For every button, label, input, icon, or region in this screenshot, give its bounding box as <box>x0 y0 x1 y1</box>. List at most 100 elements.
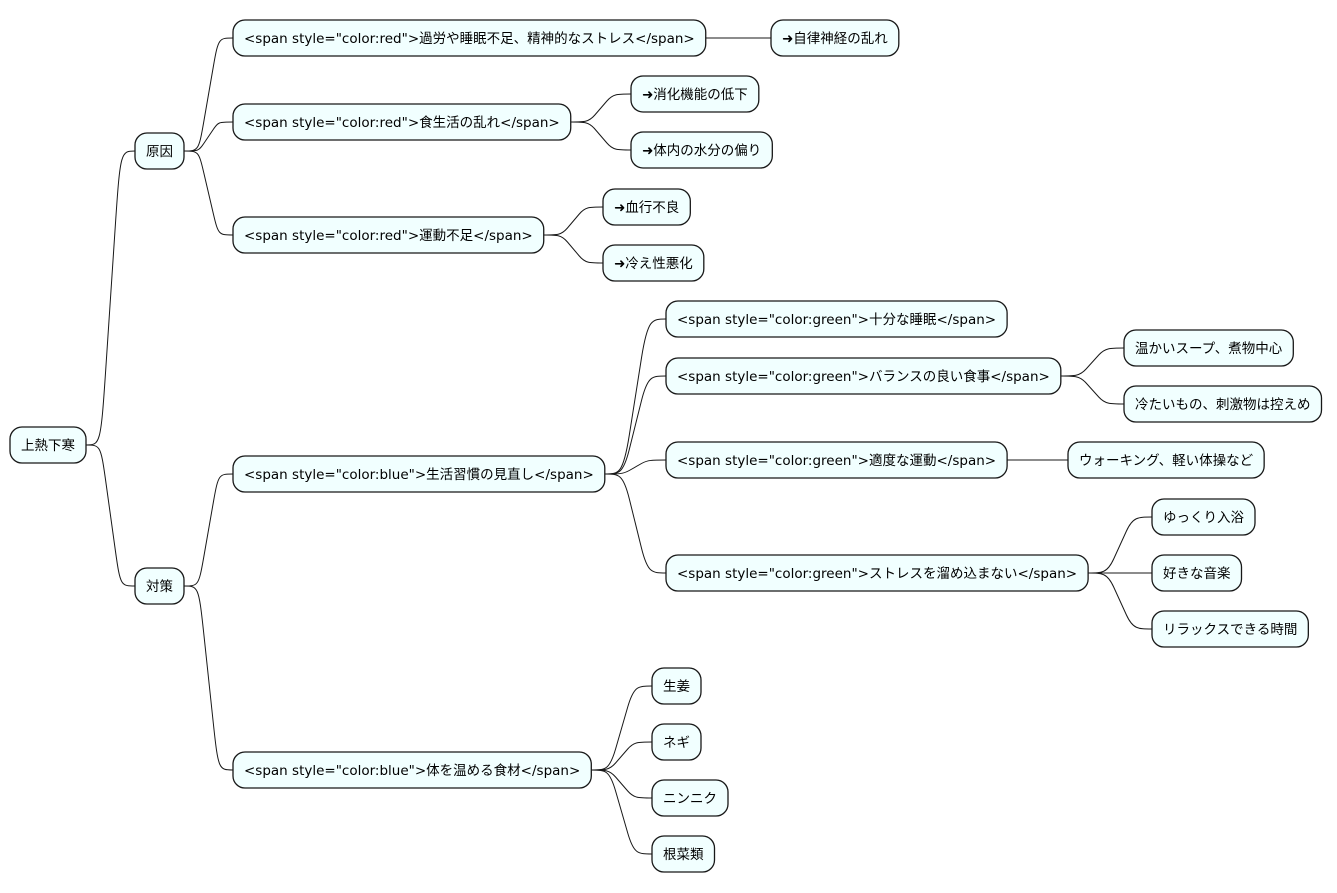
node-box <box>665 441 1008 479</box>
habit-node: <span style="color:green">ストレスを溜め込まない</s… <box>665 554 1089 592</box>
node-box <box>1151 498 1256 536</box>
node-box <box>630 131 773 169</box>
root-node: 上熱下寒 <box>9 426 87 464</box>
node-label: ウォーキング、軽い体操など <box>1079 453 1254 469</box>
node-box <box>665 357 1062 395</box>
node-label: <span style="color:green">ストレスを溜め込まない</s… <box>677 566 1077 582</box>
effect-node: ➜自律神経の乱れ <box>770 19 900 57</box>
effect-node: ➜消化機能の低下 <box>630 75 760 113</box>
connector-line <box>1060 375 1125 405</box>
detail-node: 温かいスープ、煮物中心 <box>1123 329 1294 367</box>
node-box <box>630 75 760 113</box>
connector-line <box>604 459 667 475</box>
node-box <box>1123 329 1294 367</box>
connector-line <box>604 375 667 475</box>
node-label: 好きな音楽 <box>1163 565 1231 582</box>
connector-line <box>591 769 653 799</box>
node-box <box>651 835 716 873</box>
measure-node: <span style="color:blue">生活習慣の見直し</span> <box>232 455 606 493</box>
node-box <box>232 216 545 254</box>
node-label: ➜自律神経の乱れ <box>782 31 888 47</box>
node-box <box>232 19 707 57</box>
node-box <box>602 188 691 226</box>
node-label: ゆっくり入浴 <box>1163 510 1244 526</box>
effect-node: ➜体内の水分の偏り <box>630 131 773 169</box>
effect-node: ➜冷え性悪化 <box>602 244 705 282</box>
connector-line <box>543 234 604 264</box>
node-label: ➜体内の水分の偏り <box>642 143 761 159</box>
measure-node: <span style="color:blue">体を温める食材</span> <box>232 751 592 789</box>
node-box <box>665 300 1008 338</box>
cause-node: <span style="color:red">過労や睡眠不足、精神的なストレス… <box>232 19 707 57</box>
node-label: 温かいスープ、煮物中心 <box>1135 341 1283 357</box>
connector-line <box>183 37 234 152</box>
connector-line <box>1088 516 1153 574</box>
food-node: ネギ <box>651 723 702 761</box>
detail-node: 好きな音楽 <box>1151 554 1243 592</box>
node-box <box>134 567 185 605</box>
habit-node: <span style="color:green">十分な睡眠</span> <box>665 300 1008 338</box>
connector-line <box>570 121 632 151</box>
connector-line <box>591 741 653 771</box>
detail-node: ゆっくり入浴 <box>1151 498 1256 536</box>
node-box <box>602 244 705 282</box>
detail-node: リラックスできる時間 <box>1151 610 1309 648</box>
node-label: <span style="color:red">過労や睡眠不足、精神的なストレス… <box>244 31 695 47</box>
node-label: <span style="color:blue">体を温める食材</span> <box>244 762 580 779</box>
node-box <box>770 19 900 57</box>
node-label: 対策 <box>146 578 173 595</box>
edges <box>85 37 1153 855</box>
node-label: ネギ <box>663 735 690 751</box>
node-label: <span style="color:blue">生活習慣の見直し</span> <box>244 467 594 483</box>
node-label: 生姜 <box>663 679 690 695</box>
node-label: ➜血行不良 <box>614 200 679 216</box>
node-label: ➜冷え性悪化 <box>614 256 693 272</box>
detail-node: 冷たいもの、刺激物は控えめ <box>1123 385 1323 423</box>
connector-line <box>183 150 234 236</box>
branch-node-cause: 原因 <box>134 132 185 170</box>
habit-node: <span style="color:green">適度な運動</span> <box>665 441 1008 479</box>
node-label: 原因 <box>146 144 173 160</box>
connector-line <box>543 206 604 236</box>
node-label: リラックスできる時間 <box>1163 622 1297 638</box>
connector-line <box>183 585 234 771</box>
node-box <box>1123 385 1323 423</box>
node-label: <span style="color:red">運動不足</span> <box>244 228 533 244</box>
branch-node-measures: 対策 <box>134 567 185 605</box>
node-label: 根菜類 <box>663 847 704 863</box>
food-node: 根菜類 <box>651 835 716 873</box>
node-label: 冷たいもの、刺激物は控えめ <box>1135 397 1311 413</box>
node-box <box>232 103 572 141</box>
cause-node: <span style="color:red">食生活の乱れ</span> <box>232 103 572 141</box>
node-box <box>232 751 592 789</box>
node-label: ➜消化機能の低下 <box>642 87 748 103</box>
connector-line <box>183 121 234 152</box>
connector-line <box>1060 347 1125 377</box>
node-box <box>9 426 87 464</box>
node-box <box>232 455 606 493</box>
node-box <box>1151 554 1243 592</box>
node-box <box>1151 610 1309 648</box>
effect-node: ➜血行不良 <box>602 188 691 226</box>
connector-line <box>183 473 234 587</box>
node-box <box>651 723 702 761</box>
node-box <box>665 554 1089 592</box>
habit-node: <span style="color:green">バランスの良い食事</spa… <box>665 357 1062 395</box>
node-label: <span style="color:green">十分な睡眠</span> <box>677 312 996 328</box>
connector-line <box>604 473 667 574</box>
connector-line <box>85 150 136 446</box>
connector-line <box>570 93 632 123</box>
node-label: ニンニク <box>663 791 717 807</box>
node-label: <span style="color:red">食生活の乱れ</span> <box>244 114 560 131</box>
connector-line <box>591 769 653 855</box>
detail-node: ウォーキング、軽い体操など <box>1067 441 1265 479</box>
food-node: 生姜 <box>651 667 702 705</box>
node-box <box>134 132 185 170</box>
node-box <box>1067 441 1265 479</box>
node-label: <span style="color:green">バランスの良い食事</spa… <box>677 368 1050 385</box>
cause-node: <span style="color:red">運動不足</span> <box>232 216 545 254</box>
node-label: <span style="color:green">適度な運動</span> <box>677 452 996 469</box>
node-box <box>651 667 702 705</box>
food-node: ニンニク <box>651 779 729 817</box>
